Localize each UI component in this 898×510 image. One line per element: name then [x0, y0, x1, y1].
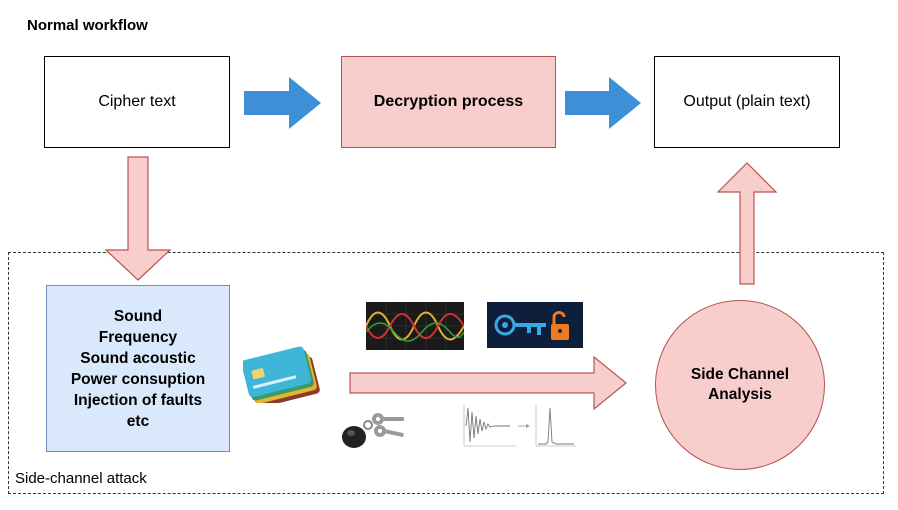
- cipher-text-label: Cipher text: [98, 93, 176, 110]
- cipher-text-box: Cipher text: [44, 56, 230, 148]
- side-channel-attack-region: [8, 252, 884, 494]
- analysis-label-line1: Side Channel: [690, 366, 790, 383]
- arrow-analysis-to-output: [716, 162, 778, 285]
- arrow-cipher-to-sources: [104, 156, 172, 281]
- source-item: etc: [126, 412, 150, 430]
- waveform-plot-icon: [460, 402, 580, 450]
- side-channel-analysis-node: Side Channel Analysis: [655, 300, 825, 470]
- oscilloscope-icon: [366, 302, 464, 350]
- arrow-sources-to-analysis: [349, 355, 627, 411]
- leakage-sources-box: Sound Frequency Sound acoustic Power con…: [46, 285, 230, 452]
- arrow-cipher-to-decryption: [244, 77, 321, 129]
- source-item: Power consuption: [70, 370, 206, 388]
- output-box: Output (plain text): [654, 56, 840, 148]
- output-label: Output (plain text): [683, 93, 811, 110]
- key-unlock-icon: [487, 302, 583, 348]
- decryption-process-label: Decryption process: [373, 93, 524, 110]
- arrow-decryption-to-output: [565, 77, 641, 129]
- analysis-label-line2: Analysis: [708, 386, 772, 403]
- side-channel-attack-title: Side-channel attack: [15, 470, 147, 487]
- source-item: Injection of faults: [73, 391, 203, 409]
- source-item: Sound: [113, 307, 163, 325]
- credit-cards-icon: [243, 346, 320, 403]
- source-item: Sound acoustic: [80, 349, 196, 367]
- normal-workflow-title: Normal workflow: [27, 17, 148, 34]
- source-item: Frequency: [98, 328, 178, 346]
- decryption-process-box: Decryption process: [341, 56, 556, 148]
- keys-icon: [342, 413, 404, 448]
